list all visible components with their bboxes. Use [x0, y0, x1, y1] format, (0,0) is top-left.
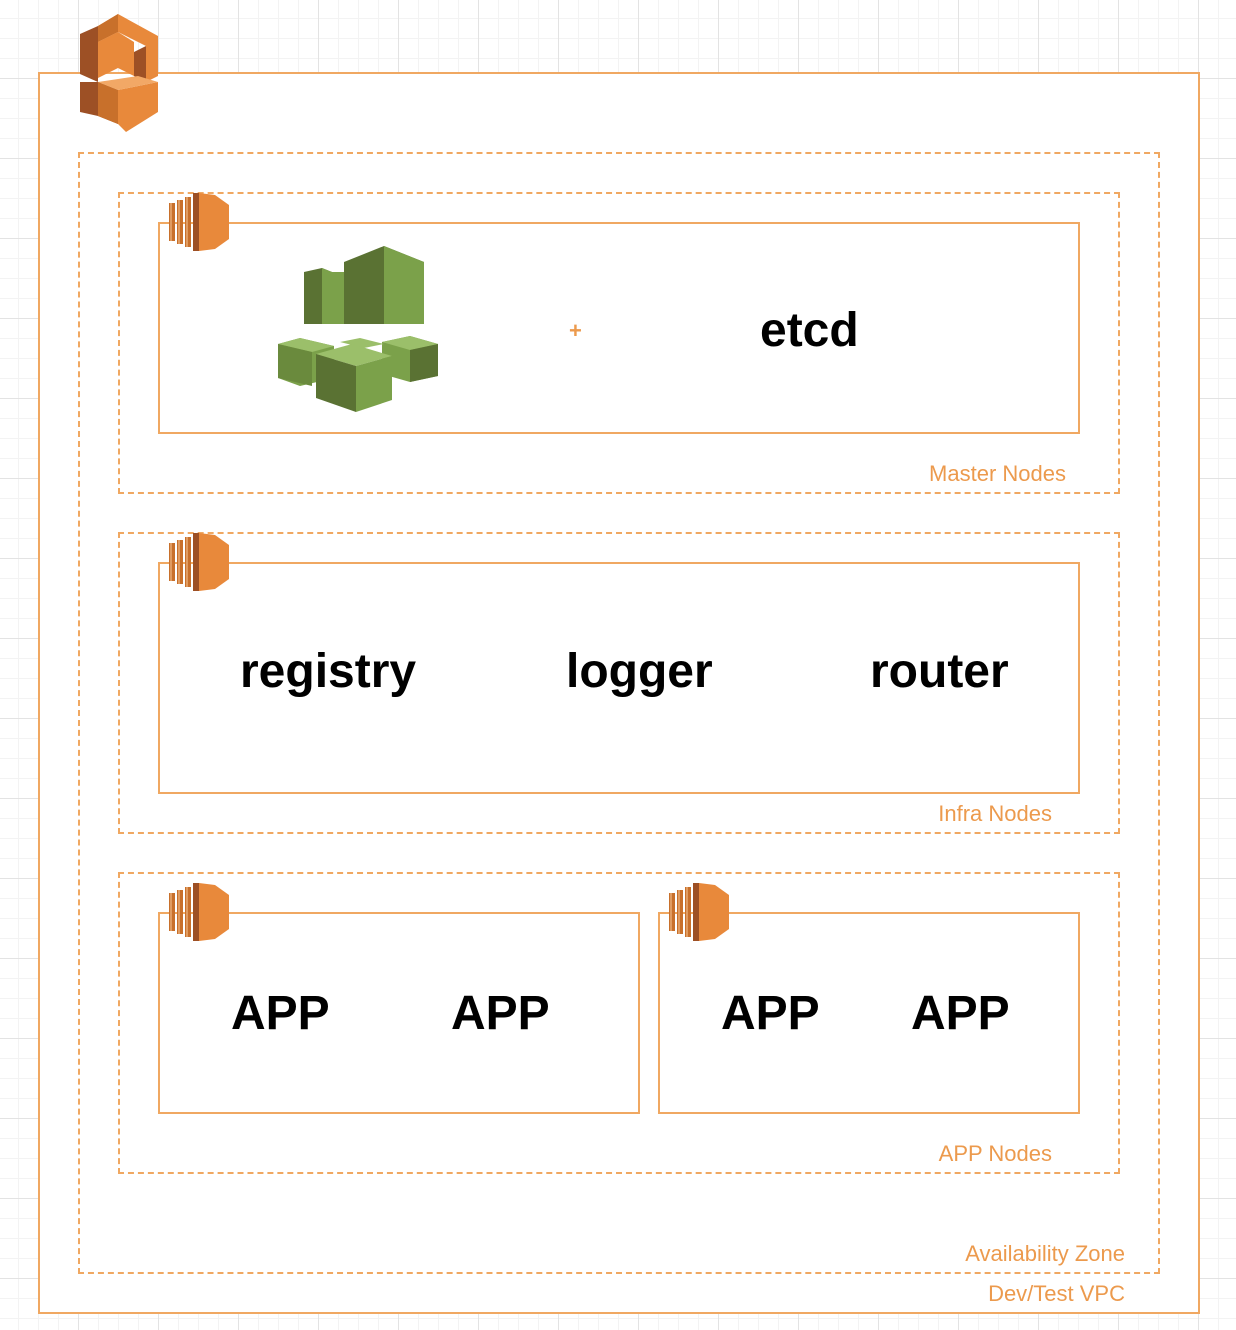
router-label: router	[870, 645, 1009, 698]
openshift-master-cubes-icon	[278, 246, 438, 412]
app-label: APP	[231, 987, 330, 1040]
vpc-icon	[80, 14, 158, 132]
etcd-label: etcd	[760, 304, 859, 357]
infra-nodes-label: Infra Nodes	[938, 801, 1052, 826]
infra-instance	[158, 562, 1080, 794]
vpc-label: Dev/Test VPC	[988, 1281, 1125, 1306]
app-label: APP	[721, 987, 820, 1040]
availability-zone-label: Availability Zone	[965, 1241, 1125, 1266]
app-label: APP	[911, 987, 1010, 1040]
ec2-instance-icon	[167, 531, 229, 593]
logger-label: logger	[566, 645, 713, 698]
app-nodes-label: APP Nodes	[938, 1141, 1052, 1166]
app-instance-1	[158, 912, 640, 1114]
app-instance-2	[658, 912, 1080, 1114]
app-nodes-group	[118, 872, 1120, 1174]
plus-sign: +	[569, 318, 582, 343]
infra-nodes-group	[118, 532, 1120, 834]
app-label: APP	[451, 987, 550, 1040]
master-nodes-label: Master Nodes	[929, 461, 1066, 486]
availability-zone-container	[78, 152, 1160, 1274]
master-instance	[158, 222, 1080, 434]
registry-label: registry	[240, 645, 417, 698]
ec2-instance-icon	[167, 881, 229, 943]
master-nodes-group	[118, 192, 1120, 494]
ec2-instance-icon	[167, 191, 229, 253]
ec2-instance-icon	[667, 881, 729, 943]
